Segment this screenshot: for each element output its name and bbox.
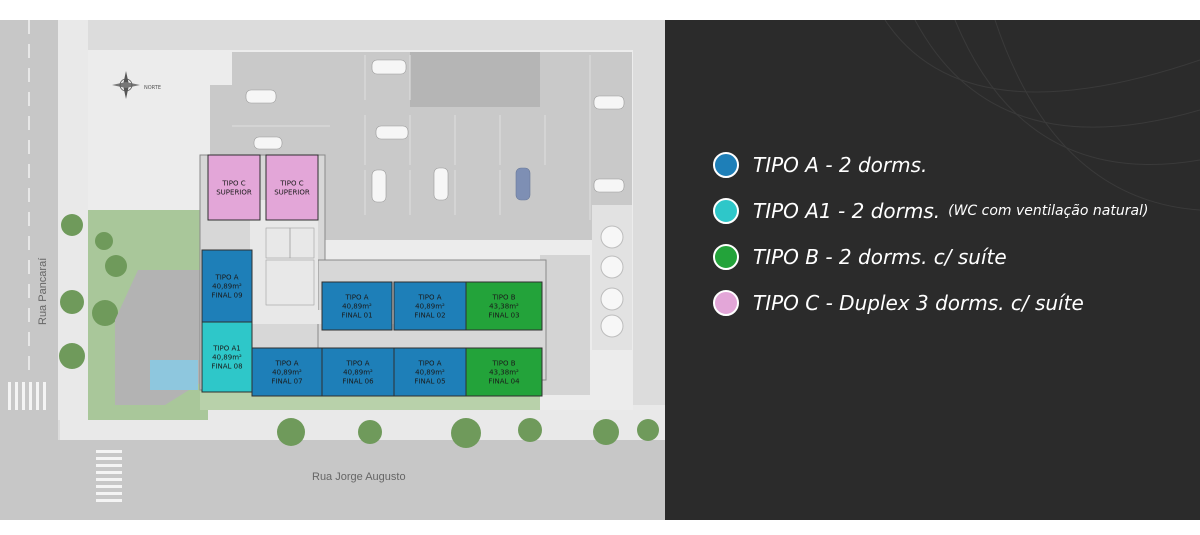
unit-label: TIPO A1	[212, 345, 241, 353]
unit-label: FINAL 08	[211, 363, 242, 371]
unit-block	[465, 347, 543, 397]
crosswalk-left	[8, 382, 46, 410]
legend-swatch-tipo-a	[713, 152, 739, 178]
unit-label: 43,38m²	[489, 303, 519, 311]
legend-note: (WC com ventilação natural)	[948, 203, 1149, 219]
legend-label: TIPO A1 - 2 dorms.	[753, 199, 941, 223]
legend-label: TIPO B - 2 dorms. c/ suíte	[753, 245, 1007, 269]
compass: NORTE	[112, 71, 161, 99]
background-decoration	[884, 20, 1200, 211]
street-label-vertical: Rua Pancaraí	[37, 258, 49, 325]
unit-label: 40,89m²	[415, 303, 445, 311]
unit-label: TIPO C	[221, 180, 245, 188]
unit-block	[265, 154, 319, 221]
legend-swatch-tipo-b	[713, 244, 739, 270]
unit-label: TIPO A	[345, 360, 369, 368]
compass-north-label: NORTE	[144, 85, 161, 91]
legend-item-tipo-a: TIPO A - 2 dorms.	[713, 142, 1148, 188]
unit-block	[321, 347, 395, 397]
unit-label: FINAL 01	[341, 312, 372, 320]
unit-label: 43,38m²	[489, 369, 519, 377]
legend: TIPO A - 2 dorms. TIPO A1 - 2 dorms. (WC…	[713, 142, 1148, 326]
unit-label: FINAL 03	[488, 312, 519, 320]
legend-panel: TIPO A - 2 dorms. TIPO A1 - 2 dorms. (WC…	[665, 20, 1200, 520]
legend-label: TIPO A - 2 dorms.	[753, 153, 928, 177]
ramp	[410, 52, 540, 107]
fans	[600, 225, 624, 338]
unit-label: TIPO B	[491, 294, 515, 302]
unit-label: FINAL 04	[488, 378, 520, 386]
unit-label: 40,89m²	[212, 283, 242, 291]
pool	[150, 360, 198, 390]
unit-block	[321, 281, 393, 331]
unit-label: TIPO A	[417, 360, 441, 368]
legend-swatch-tipo-a1	[713, 198, 739, 224]
unit-block	[393, 281, 467, 331]
unit-label: 40,89m²	[272, 369, 302, 377]
street-label-horizontal: Rua Jorge Augusto	[312, 471, 406, 483]
unit-label: SUPERIOR	[274, 189, 310, 197]
parked-cars	[245, 59, 625, 203]
parking-lines	[232, 55, 591, 220]
unit-label: 40,89m²	[212, 354, 242, 362]
unit-block	[207, 154, 261, 221]
unit-label: FINAL 02	[414, 312, 445, 320]
legend-item-tipo-b: TIPO B - 2 dorms. c/ suíte	[713, 234, 1148, 280]
unit-block	[251, 347, 323, 397]
legend-label: TIPO C - Duplex 3 dorms. c/ suíte	[753, 291, 1084, 315]
unit-label: 40,89m²	[343, 369, 373, 377]
legend-item-tipo-c: TIPO C - Duplex 3 dorms. c/ suíte	[713, 280, 1148, 326]
unit-block	[465, 281, 543, 331]
unit-label: TIPO A	[274, 360, 298, 368]
unit-label: FINAL 05	[414, 378, 445, 386]
unit-label: FINAL 06	[342, 378, 374, 386]
unit-block	[201, 321, 253, 393]
unit-label: FINAL 09	[211, 292, 242, 300]
unit-label: 40,89m²	[342, 303, 372, 311]
unit-label: 40,89m²	[415, 369, 445, 377]
unit-label: TIPO C	[279, 180, 303, 188]
crosswalk-bottom	[96, 450, 122, 502]
unit-label: TIPO A	[214, 274, 238, 282]
unit-label: SUPERIOR	[216, 189, 252, 197]
unit-label: TIPO A	[344, 294, 368, 302]
unit-label: TIPO A	[417, 294, 441, 302]
unit-block	[201, 249, 253, 323]
unit-label: TIPO B	[491, 360, 515, 368]
legend-item-tipo-a1: TIPO A1 - 2 dorms. (WC com ventilação na…	[713, 188, 1148, 234]
legend-swatch-tipo-c	[713, 290, 739, 316]
unit-label: FINAL 07	[271, 378, 302, 386]
unit-block	[393, 347, 467, 397]
trees	[59, 214, 659, 448]
